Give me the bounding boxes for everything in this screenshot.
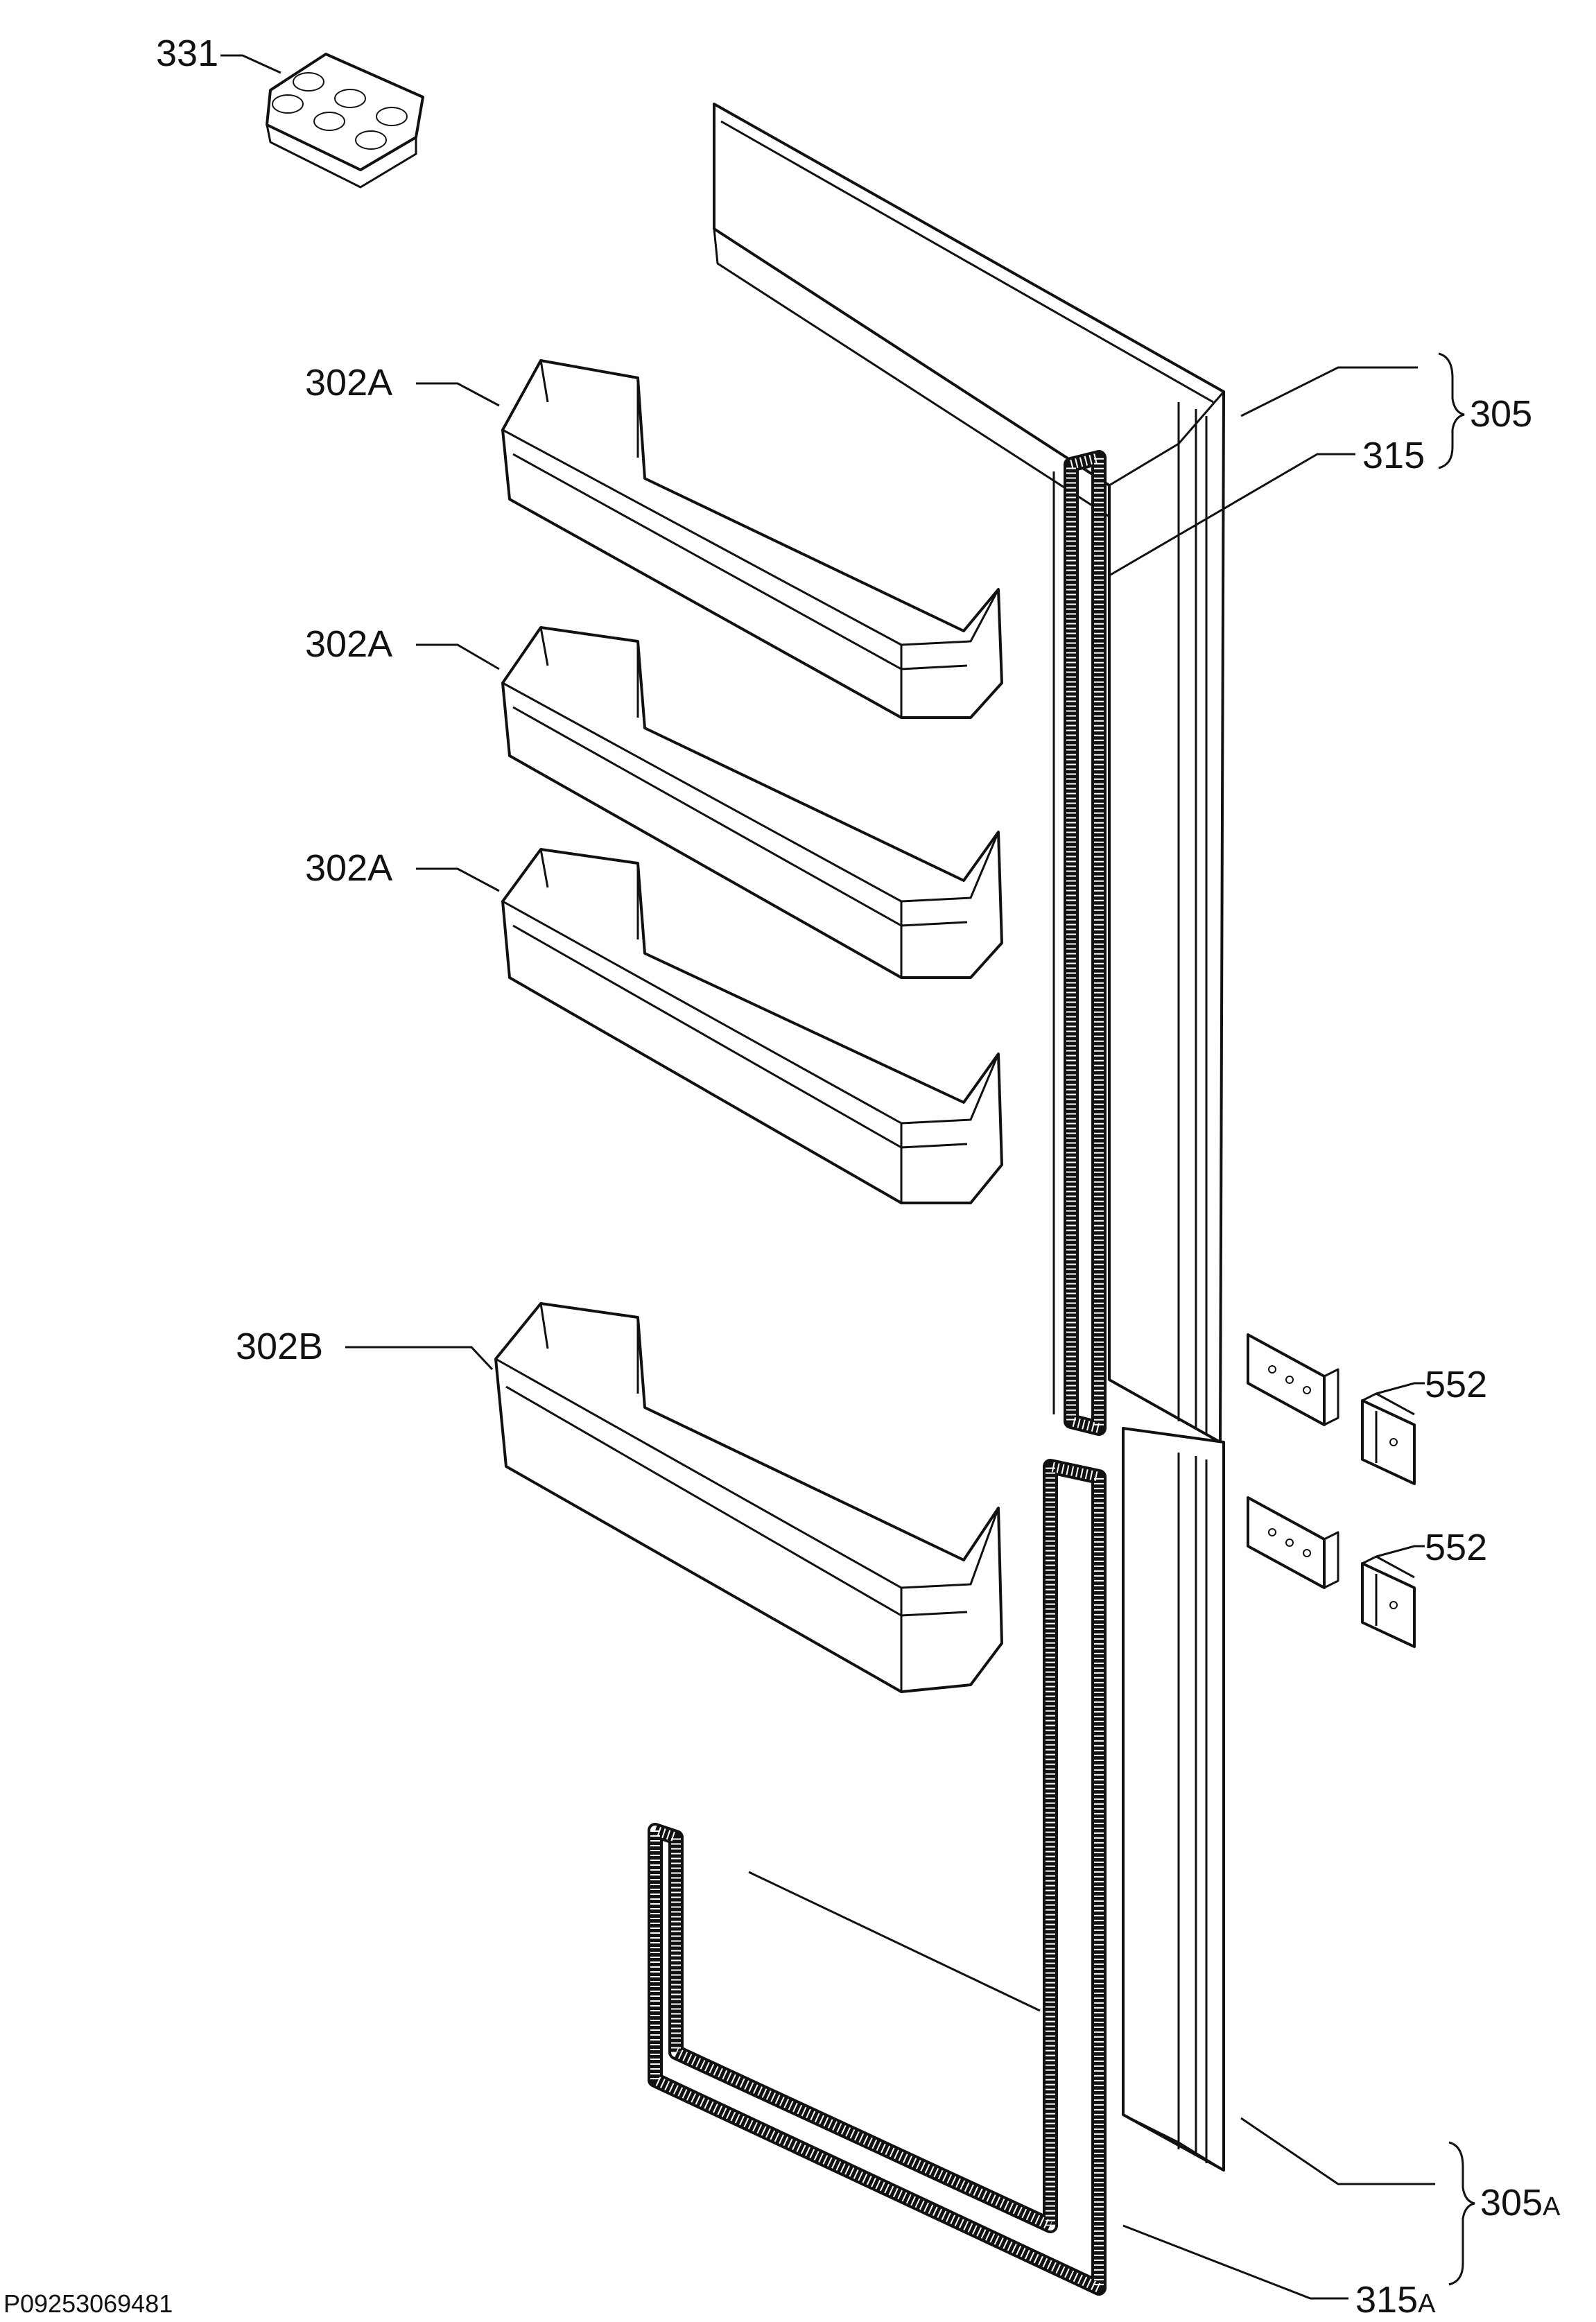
leader-lower-door (1240, 2117, 1435, 2185)
hinge-upper-part[interactable] (1247, 1333, 1416, 1485)
hinge-lower-part[interactable] (1247, 1496, 1416, 1648)
brace-upper-door (1438, 352, 1465, 469)
label-lower-gasket-suffix: A (1418, 2289, 1436, 2319)
label-lower-door-suffix: A (1543, 2192, 1561, 2221)
door-shelf-3[interactable] (501, 848, 1003, 1204)
lower-door-gasket[interactable] (648, 1459, 1107, 2296)
label-shelf-4: 302B (236, 1326, 323, 1367)
label-upper-gasket: 315 (1362, 435, 1425, 476)
label-shelf-3: 302A (305, 847, 392, 889)
door-shelf-2[interactable] (501, 626, 1003, 979)
door-shelf-4[interactable] (494, 1302, 1003, 1693)
leader-upper-door (1240, 366, 1418, 417)
leader-shelf-2 (416, 643, 500, 670)
leader-upper-gasket (1109, 453, 1355, 577)
upper-door-panel[interactable] (713, 103, 1225, 1444)
leader-shelf-1 (416, 382, 500, 407)
door-shelf-1[interactable] (501, 359, 1003, 719)
label-shelf-1: 302A (305, 362, 392, 404)
leader-shelf-4 (345, 1346, 494, 1371)
leader-lower-gasket (1122, 2224, 1348, 2300)
label-lower-door-number: 305 (1480, 2182, 1543, 2224)
label-upper-door: 305 (1470, 393, 1532, 435)
leader-egg-tray (220, 54, 281, 74)
label-lower-door: 305A (1480, 2182, 1561, 2224)
label-egg-tray: 331 (156, 33, 218, 74)
upper-door-gasket[interactable] (1052, 450, 1107, 1436)
drawing-code: P09253069481 (3, 2289, 173, 2318)
leader-hinge-upper (1376, 1382, 1425, 1395)
brace-lower-door (1448, 2141, 1475, 2286)
lower-door-panel[interactable] (1122, 1427, 1225, 2172)
leader-shelf-3 (416, 867, 500, 892)
label-hinge-lower: 552 (1425, 1527, 1487, 1568)
label-shelf-2: 302A (305, 623, 392, 665)
label-lower-gasket: 315A (1355, 2279, 1436, 2321)
leader-hinge-lower (1376, 1545, 1425, 1558)
egg-tray-part[interactable] (266, 53, 424, 189)
label-lower-gasket-number: 315 (1355, 2279, 1418, 2321)
label-hinge-upper: 552 (1425, 1364, 1487, 1405)
